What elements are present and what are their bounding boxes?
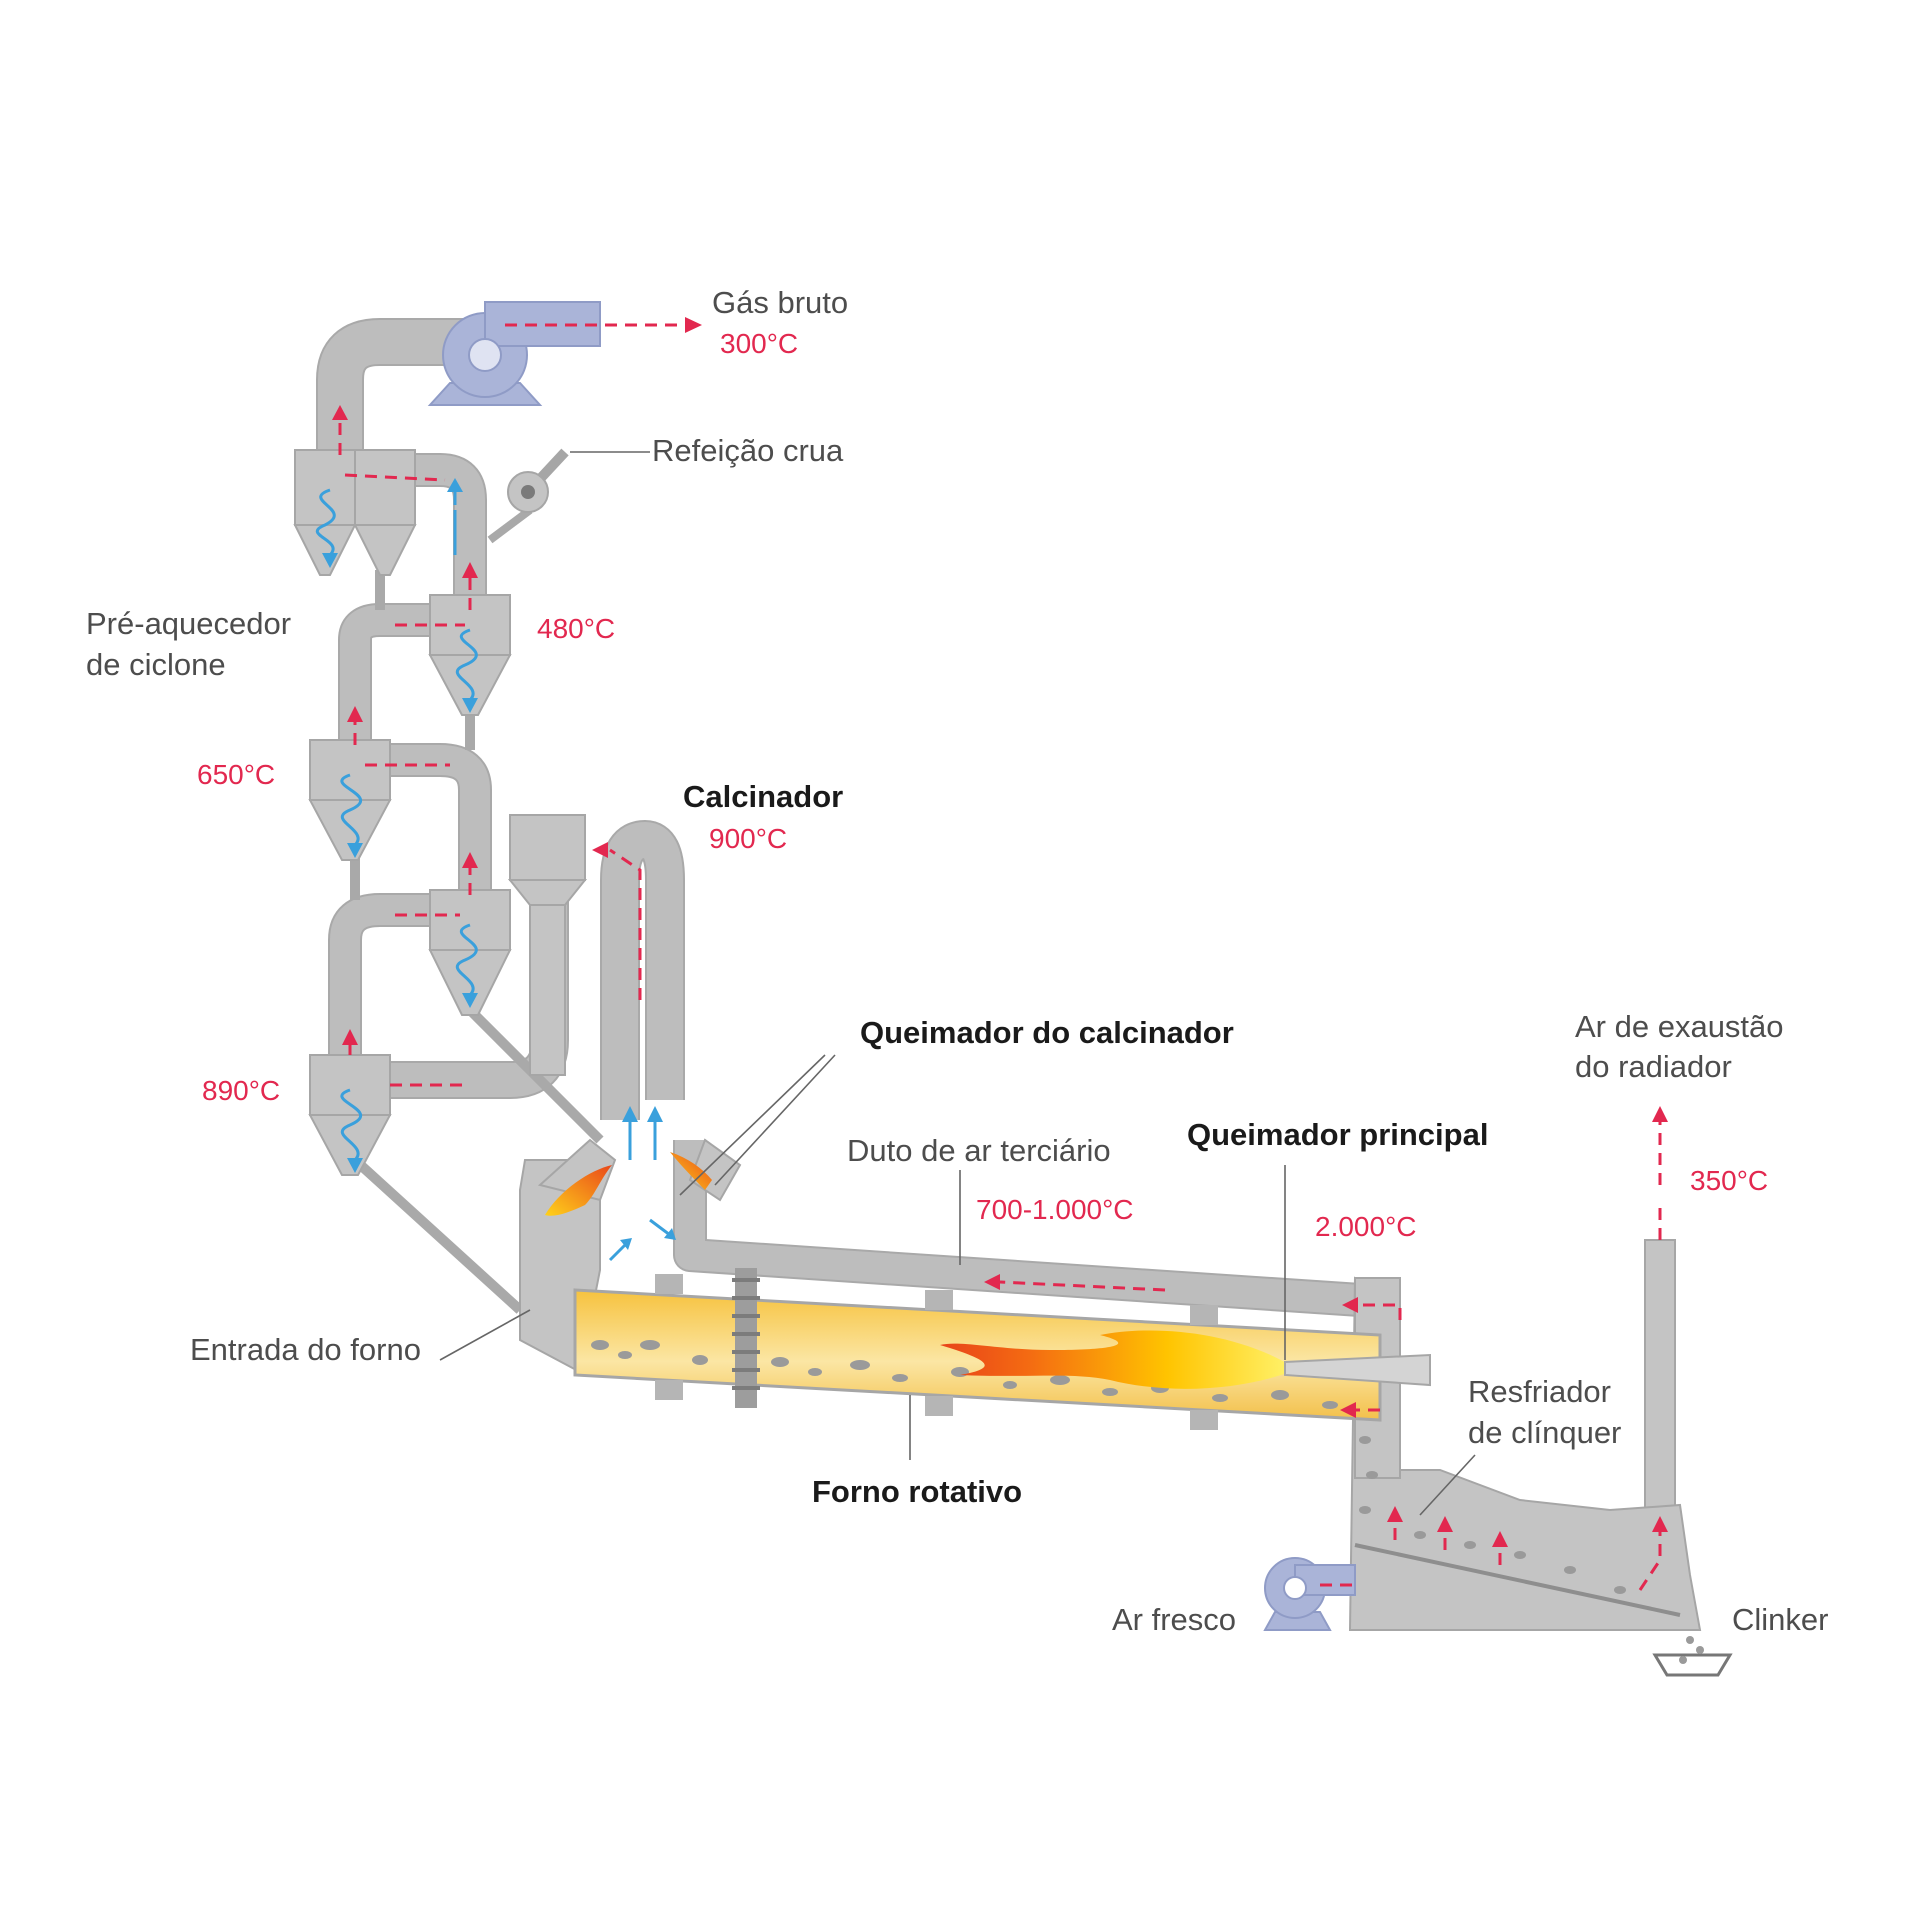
cyclones — [293, 449, 588, 1176]
tertiary-air-duct-label: Duto de ar terciário — [847, 1133, 1111, 1168]
clinker-bin — [1652, 1636, 1733, 1677]
tertiary-air-temperature: 700-1.000°C — [976, 1194, 1134, 1225]
kiln-inlet-label: Entrada do forno — [190, 1332, 421, 1367]
clinker-label: Clinker — [1732, 1602, 1828, 1637]
rotary-valve-icon — [507, 448, 569, 513]
cyclone-stage-1b — [353, 449, 417, 576]
calciner-temperature: 900°C — [709, 823, 787, 854]
girth-gear-teeth — [732, 1278, 760, 1390]
cooler-clinker — [1359, 1436, 1626, 1594]
raw-meal-label: Refeição crua — [652, 433, 844, 468]
flame-icon — [940, 1330, 1290, 1389]
calciner-vessel — [507, 814, 588, 1076]
preheater-label-line2: de ciclone — [86, 647, 226, 682]
exhaust-label-line2: do radiador — [1575, 1049, 1732, 1084]
main-burner-temperature: 2.000°C — [1315, 1211, 1417, 1242]
temperature-890: 890°C — [202, 1075, 280, 1106]
fan-icon — [427, 301, 601, 406]
calciner-burner-label: Queimador do calcinador — [860, 1015, 1234, 1050]
main-burner-label: Queimador principal — [1187, 1117, 1488, 1152]
cyclone-stage-3 — [308, 739, 392, 861]
raw-gas-label: Gás bruto — [712, 285, 848, 320]
kiln-material — [591, 1340, 1338, 1409]
preheater-label-line1: Pré-aquecedor — [86, 606, 291, 641]
raw-gas-temperature: 300°C — [720, 328, 798, 359]
temperature-480: 480°C — [537, 613, 615, 644]
leader-lines — [439, 451, 1476, 1516]
temperature-650: 650°C — [197, 759, 275, 790]
cyclone-stage-2 — [428, 594, 512, 716]
fresh-air-label: Ar fresco — [1112, 1602, 1236, 1637]
rotary-kiln — [573, 1268, 1431, 1430]
exhaust-temperature: 350°C — [1690, 1165, 1768, 1196]
clinker-cooler-label-line1: Resfriador — [1468, 1374, 1611, 1409]
rotary-kiln-label: Forno rotativo — [812, 1474, 1022, 1509]
cyclone-stage-5 — [308, 1054, 392, 1176]
material-flow-arrows — [315, 478, 676, 1262]
flame-icon — [545, 1165, 612, 1216]
clinker-cooler-label-line2: de clínquer — [1468, 1415, 1621, 1450]
fresh-air-fan-icon — [1263, 1557, 1356, 1631]
calciner-label: Calcinador — [683, 779, 843, 814]
exhaust-label-line1: Ar de exaustão — [1575, 1009, 1784, 1044]
cyclone-stage-1a — [293, 449, 357, 576]
gas-flow-arrows — [332, 317, 1668, 1591]
flame-icon — [670, 1152, 712, 1190]
